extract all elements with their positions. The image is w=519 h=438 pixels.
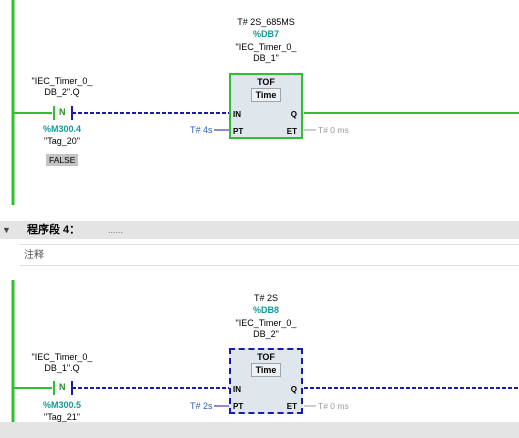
tof-timer-block-2[interactable]: TOF Time IN PT Q ET <box>229 348 303 414</box>
pt-value-2[interactable]: T# 2s <box>190 401 213 411</box>
status-badge: FALSE <box>46 154 79 166</box>
timer-db-address: %DB7 <box>252 29 279 39</box>
pin-in[interactable]: IN <box>233 110 241 119</box>
timer-instance-name-2: T# 2S <box>253 293 278 303</box>
timer-db-address-2: %DB8 <box>252 305 279 315</box>
timer-instance-name: T# 2S_685MS <box>237 17 295 27</box>
contact-tag-address: %M300.4 <box>42 124 82 134</box>
pin-et-2[interactable]: ET <box>286 402 297 411</box>
timer-db-name-line2: DB_1" <box>253 53 279 63</box>
contact-label-line1: "IEC_Timer_0_ <box>31 76 93 86</box>
contact-symbol[interactable]: N <box>59 107 66 117</box>
contact-label-line2: DB_2".Q <box>44 87 80 97</box>
contact-symbol-2[interactable]: N <box>59 382 66 392</box>
et-value[interactable]: T# 0 ms <box>318 125 349 135</box>
network-header[interactable]: ▼ 程序段 4： ...... <box>0 221 519 239</box>
block-type-label-2: TOF <box>257 352 275 362</box>
contact-label-line2-2: DB_1".Q <box>44 363 80 373</box>
pin-pt[interactable]: PT <box>233 127 244 136</box>
contact-tag-name: "Tag_20" <box>44 136 80 146</box>
contact-label-line1-2: "IEC_Timer_0_ <box>31 352 93 362</box>
pin-pt-2[interactable]: PT <box>233 402 244 411</box>
network-title: 程序段 4： <box>27 224 81 236</box>
timer-db-name-line1: "IEC_Timer_0_ <box>235 42 297 52</box>
contact-tag-address-2: %M300.5 <box>42 400 82 410</box>
network-title-ellipsis[interactable]: ...... <box>108 225 124 235</box>
collapse-caret-icon[interactable]: ▼ <box>2 225 11 235</box>
bottom-network-bar <box>0 422 519 438</box>
block-type-label: TOF <box>257 77 275 87</box>
timer-db-name-line1-2: "IEC_Timer_0_ <box>235 318 297 328</box>
pin-q-2[interactable]: Q <box>290 385 297 394</box>
contact-tag-name-2: "Tag_21" <box>44 412 80 422</box>
pt-value[interactable]: T# 4s <box>190 125 213 135</box>
pin-in-2[interactable]: IN <box>233 385 241 394</box>
network-comment[interactable]: 注释 <box>20 244 519 266</box>
block-sub-label-2: Time <box>251 363 281 377</box>
et-value-2[interactable]: T# 0 ms <box>318 401 349 411</box>
timer-db-name-line2-2: DB_2" <box>253 329 279 339</box>
block-sub-label: Time <box>251 88 281 102</box>
pin-et[interactable]: ET <box>286 127 297 136</box>
tof-timer-block[interactable]: TOF Time IN PT Q ET <box>229 73 303 139</box>
pin-q[interactable]: Q <box>290 110 297 119</box>
